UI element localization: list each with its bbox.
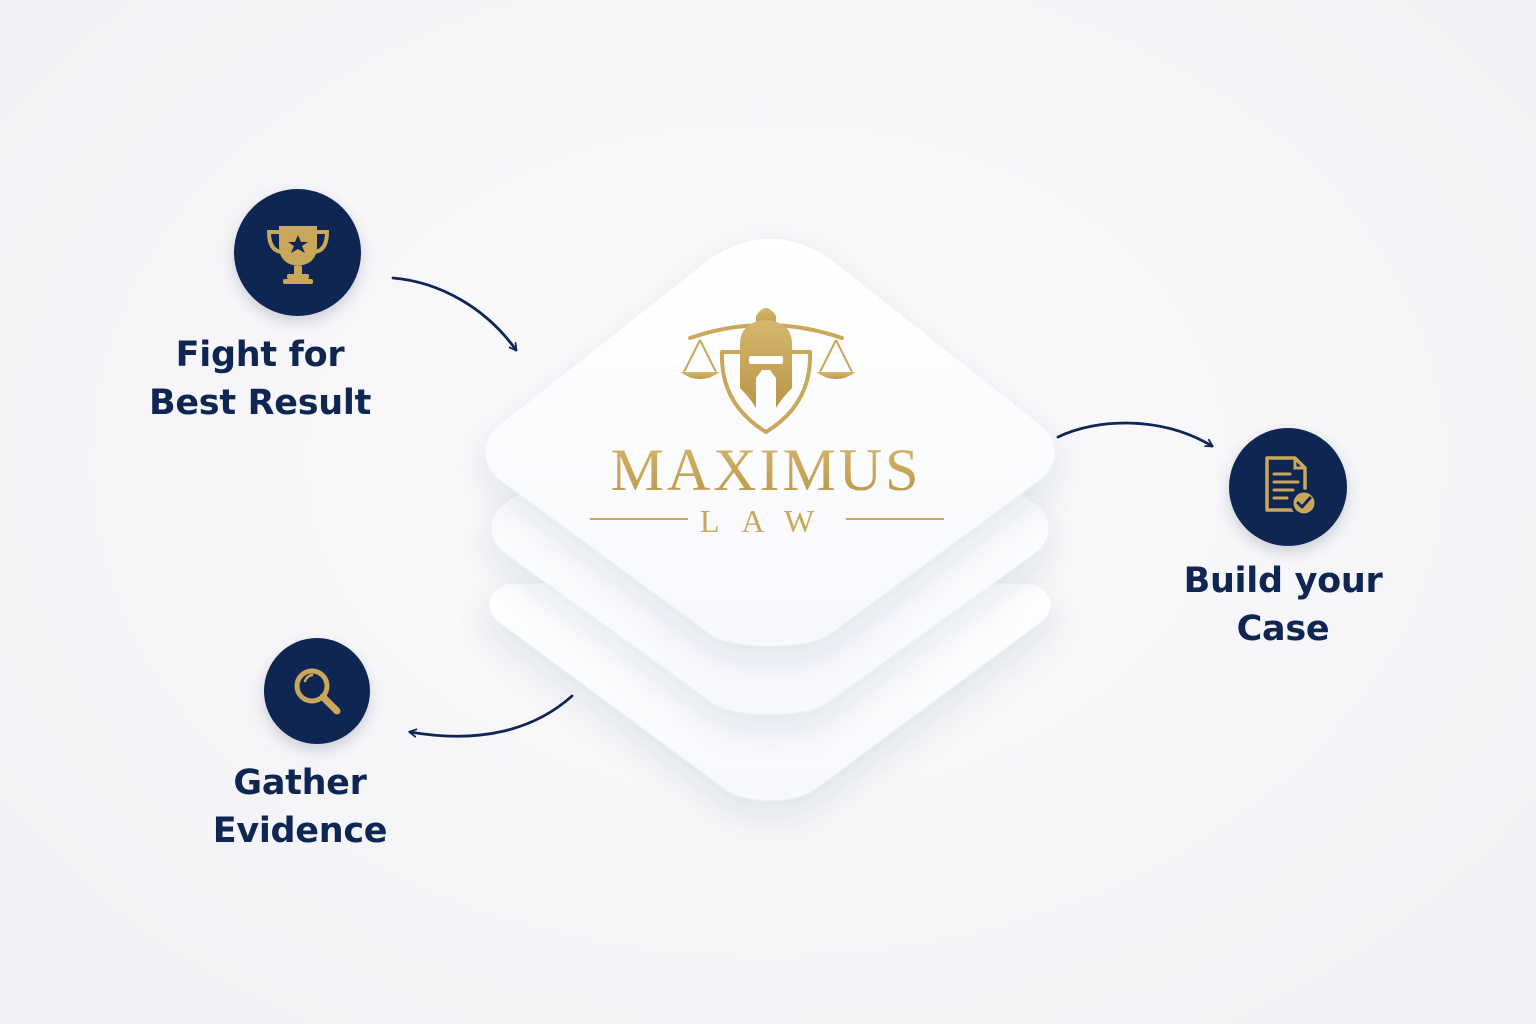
scale-left-pan [680,372,720,379]
step-gather-line2: Evidence [212,811,388,851]
step-fight-line1: Fight for [175,335,345,375]
step-label-fight: Fight for Best Result [110,331,410,427]
step-build-line2: Case [1236,609,1330,649]
step-label-gather: Gather Evidence [150,759,450,855]
step-fight-line2: Best Result [148,383,372,423]
scale-right-strings [819,339,853,373]
helmet-eye-slot [749,356,783,364]
scale-left-strings [683,339,717,373]
card-layer-top [484,237,1056,647]
shield-outline [719,350,813,434]
arrow-logo-to-gather [410,694,574,738]
step-gather-line1: Gather [233,763,367,803]
arrow-logo-to-build [1056,421,1212,448]
logo-subtitle: LAW [700,503,836,539]
scale-right-pan [816,372,856,379]
trophy-icon-circle [234,189,361,316]
step-label-build: Build your Case [1133,557,1433,653]
document-icon-circle [1229,428,1347,546]
logo-wordmark: MAXIMUS [610,437,921,503]
step-build-line1: Build your [1183,561,1383,601]
magnifier-icon-circle [264,638,370,744]
logo-emblem [680,308,856,434]
arrow-fight-to-logo [391,276,518,350]
document-check-icon [1265,456,1318,517]
magnifier-icon [294,668,341,715]
trophy-icon [266,225,329,284]
